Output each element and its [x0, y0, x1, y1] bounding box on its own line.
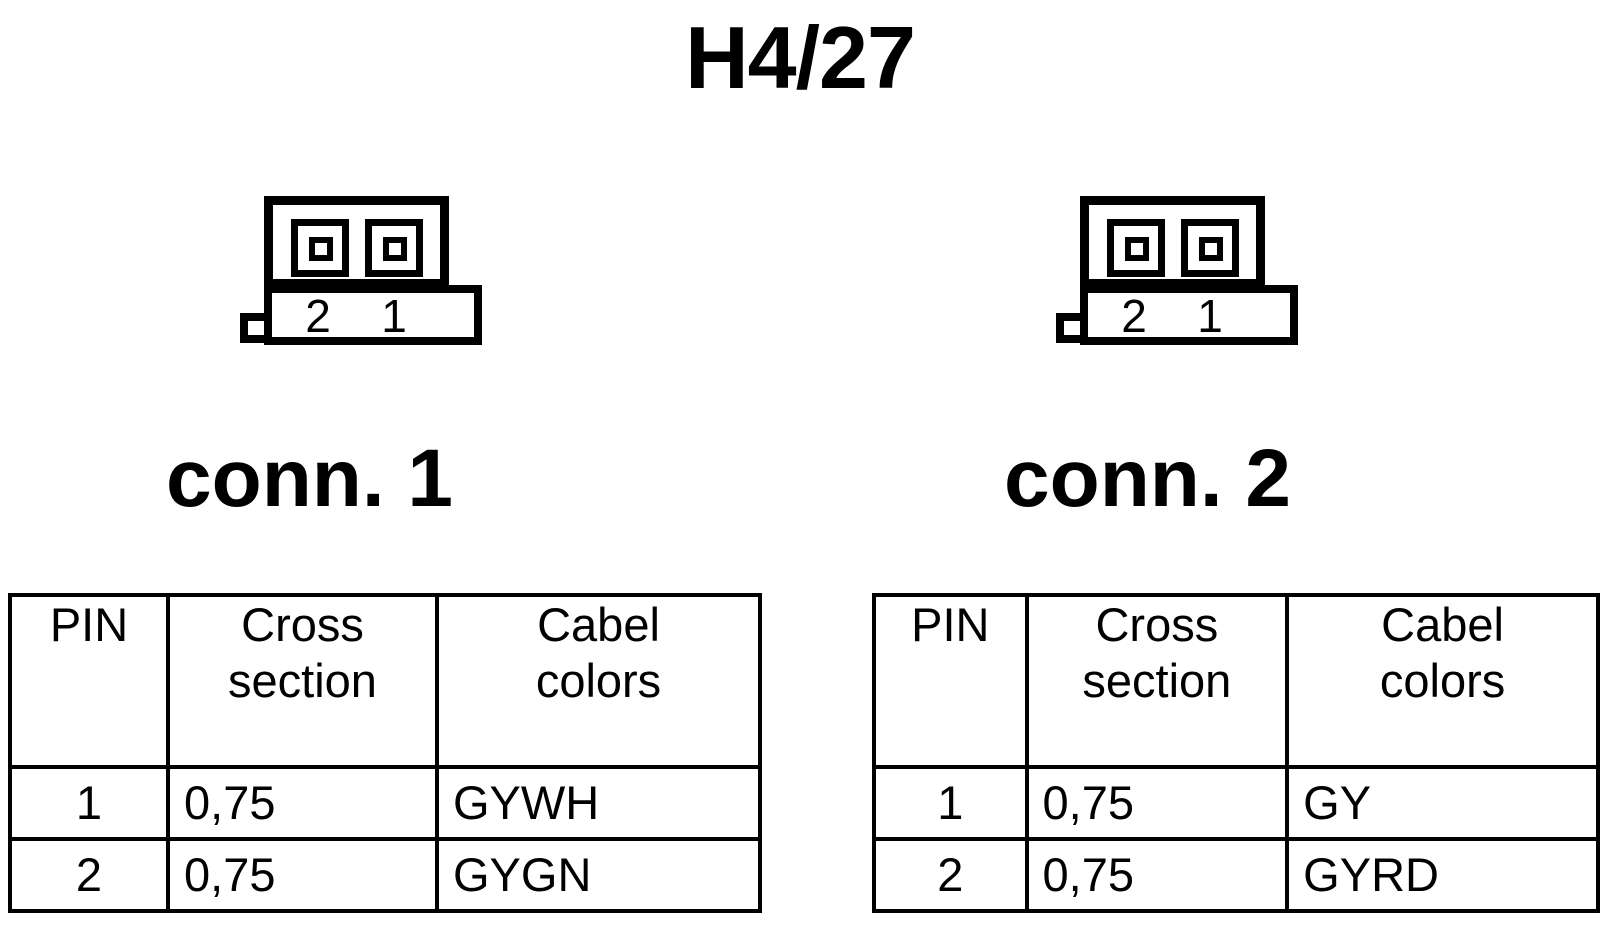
connector-caption-2: conn. 2: [1004, 433, 1292, 524]
header-cable-colors: Cabel colors: [1285, 593, 1600, 769]
cell-pin: 1: [872, 765, 1029, 841]
connector-symbol-1: 2 1: [232, 190, 492, 355]
header-cross-section: Cross section: [1024, 593, 1290, 769]
cell-cable-colors: GY: [1285, 765, 1600, 841]
header-cable-colors-line1: Cabel: [537, 598, 660, 651]
pin-contact-2: [309, 237, 333, 261]
pin-table-conn-2: PIN Cross section Cabel colors 1 0,75 GY…: [872, 593, 1600, 913]
connector-pin-label-left: 2: [305, 290, 331, 342]
connector-housing-upper: [264, 196, 449, 288]
header-cross-section-line2: section: [228, 654, 377, 707]
cell-cross-section: 0,75: [166, 765, 439, 841]
connector-pin-label-left: 2: [1121, 290, 1147, 342]
header-cable-colors-line1: Cabel: [1381, 598, 1504, 651]
cell-pin: 2: [8, 837, 170, 913]
table-row: 2 0,75 GYRD: [872, 837, 1600, 913]
connector-housing-lower: 2 1: [264, 285, 482, 345]
cell-cable-colors: GYRD: [1285, 837, 1600, 913]
cell-cross-section: 0,75: [1024, 765, 1290, 841]
header-pin: PIN: [8, 593, 170, 769]
cell-cable-colors: GYWH: [435, 765, 762, 841]
pin-socket-1: [1181, 219, 1239, 277]
pin-table-conn-1: PIN Cross section Cabel colors 1 0,75 GY…: [8, 593, 762, 913]
header-cable-colors-line2: colors: [535, 654, 662, 707]
connector-pin-label-right: 1: [1197, 290, 1223, 342]
connector-housing-upper: [1080, 196, 1265, 288]
cell-pin: 2: [872, 837, 1029, 913]
pin-socket-1: [365, 219, 423, 277]
cell-cross-section: 0,75: [166, 837, 439, 913]
connector-housing-lower: 2 1: [1080, 285, 1298, 345]
header-cross-section-line2: section: [1082, 654, 1232, 707]
pin-contact-2: [1125, 237, 1149, 261]
table-row: 1 0,75 GYWH: [8, 765, 762, 841]
connector-symbol-2: 2 1: [1048, 190, 1308, 355]
table-row: 1 0,75 GY: [872, 765, 1600, 841]
connector-caption-1: conn. 1: [166, 433, 454, 524]
connector-pin-label-right: 1: [381, 290, 407, 342]
header-cross-section-line1: Cross: [1095, 598, 1219, 651]
table-header-row: PIN Cross section Cabel colors: [872, 593, 1600, 769]
table-row: 2 0,75 GYGN: [8, 837, 762, 913]
pin-contact-1: [1199, 237, 1223, 261]
header-cable-colors-line2: colors: [1379, 654, 1506, 707]
pin-contact-1: [383, 237, 407, 261]
header-cable-colors: Cabel colors: [435, 593, 762, 769]
header-cross-section-line1: Cross: [241, 598, 364, 651]
pin-socket-2: [291, 219, 349, 277]
header-cross-section: Cross section: [166, 593, 439, 769]
cell-cross-section: 0,75: [1024, 837, 1290, 913]
cell-cable-colors: GYGN: [435, 837, 762, 913]
cell-pin: 1: [8, 765, 170, 841]
pin-socket-2: [1107, 219, 1165, 277]
header-pin: PIN: [872, 593, 1029, 769]
table-header-row: PIN Cross section Cabel colors: [8, 593, 762, 769]
page-title: H4/27: [685, 8, 916, 107]
